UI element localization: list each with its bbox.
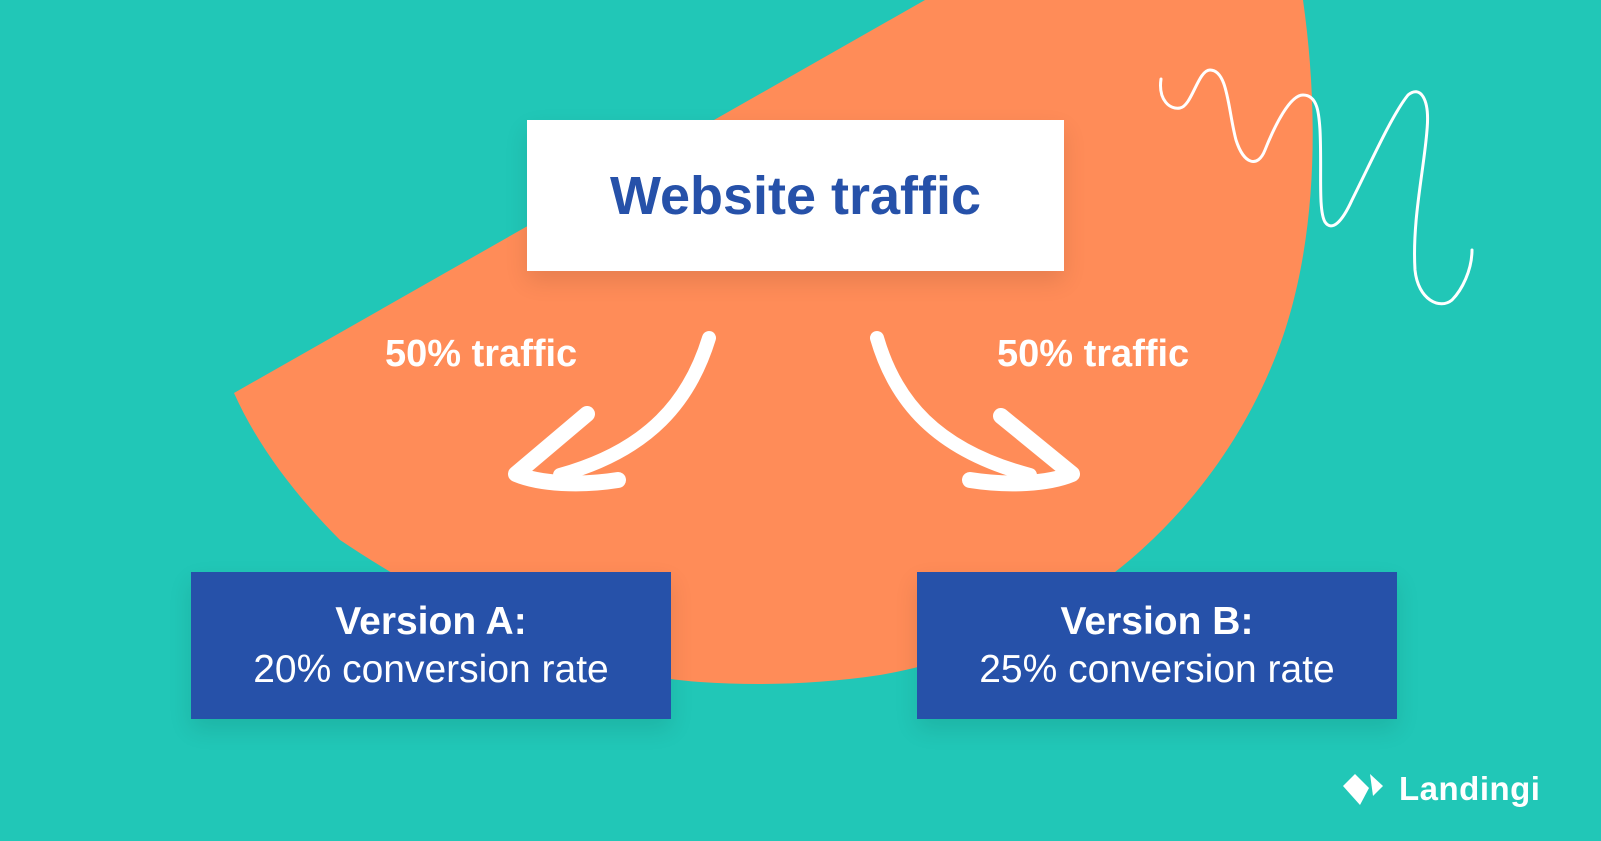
variant-a-box: Version A: 20% conversion rate xyxy=(191,572,671,719)
diagram-title: Website traffic xyxy=(609,165,982,226)
squiggle-line-decoration xyxy=(1159,68,1474,306)
split-label-left: 50% traffic xyxy=(385,333,578,375)
variant-a-name: Version A: xyxy=(335,599,527,643)
variant-a-conversion: 20% conversion rate xyxy=(253,647,609,691)
variant-b-conversion: 25% conversion rate xyxy=(979,647,1335,691)
variant-b-box: Version B: 25% conversion rate xyxy=(917,572,1397,719)
website-traffic-box: Website traffic xyxy=(527,120,1064,271)
brand-logo: Landingi xyxy=(1343,770,1540,808)
curved-arrow-down-right-icon xyxy=(870,331,1080,492)
landingi-logo-icon xyxy=(1343,774,1383,805)
split-label-right: 50% traffic xyxy=(997,333,1190,375)
brand-name: Landingi xyxy=(1399,770,1541,807)
curved-arrow-down-left-icon xyxy=(508,331,716,492)
variant-b-name: Version B: xyxy=(1060,599,1254,643)
